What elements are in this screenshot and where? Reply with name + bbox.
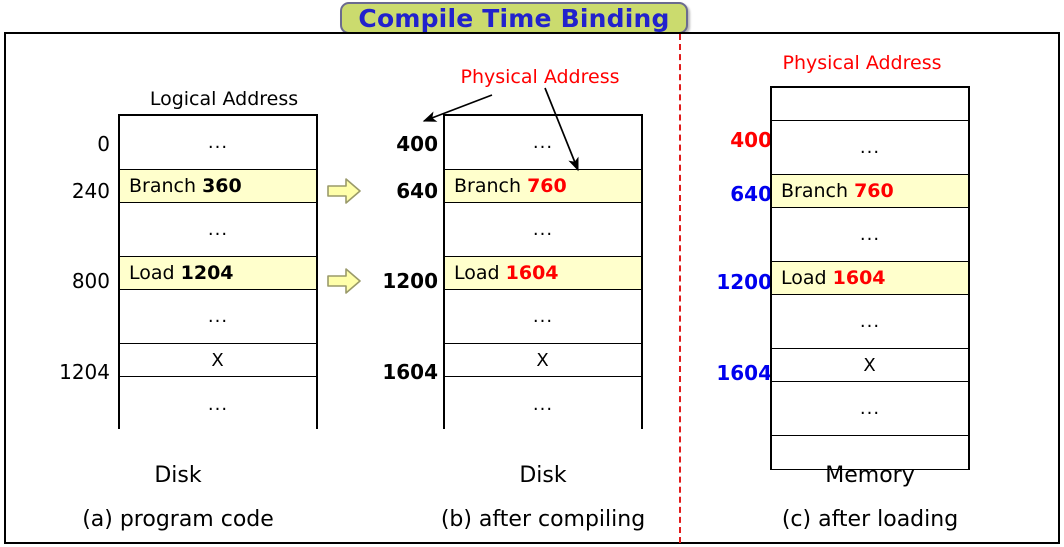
panel-c-address-1200: 1200 (716, 270, 772, 294)
cell-instruction: Branch 360 (120, 175, 242, 197)
panel-a-header: Logical Address (149, 88, 299, 110)
instr-operand: 1604 (832, 267, 886, 289)
table-row: Load 1604 (772, 262, 968, 295)
cell-ellipsis: ... (859, 224, 881, 245)
instr-label: Branch (129, 175, 203, 197)
panel-b-address-640: 640 (396, 179, 438, 203)
cell-instruction: Load 1204 (120, 262, 234, 284)
cell-ellipsis: ... (207, 219, 229, 240)
instr-label: Branch (454, 175, 528, 197)
load-transform-arrow (327, 268, 361, 294)
table-row: Branch 360 (120, 170, 316, 203)
panel-a-address-240: 240 (71, 179, 110, 203)
instr-operand: 360 (202, 175, 242, 197)
table-row: X (120, 344, 316, 377)
table-row (772, 436, 968, 469)
table-row: ... (445, 116, 641, 170)
cell-ellipsis: ... (532, 132, 554, 153)
cell-ellipsis: ... (207, 132, 229, 153)
table-row: X (445, 344, 641, 377)
cell-ellipsis: ... (859, 137, 881, 158)
page-title: Compile Time Binding (358, 3, 670, 33)
disk-memory-divider (679, 34, 681, 543)
branch-transform-arrow (327, 178, 361, 204)
cell-instruction: Load 1604 (445, 262, 559, 284)
panel-c-address-640: 640 (730, 182, 772, 206)
slide-title-banner: Compile Time Binding (340, 2, 688, 34)
cell-ellipsis: ... (532, 219, 554, 240)
instr-operand: 760 (854, 180, 894, 202)
panel-a-caption-storage: Disk (154, 463, 202, 488)
cell-instruction: Branch 760 (772, 180, 894, 202)
cell-data-x: X (863, 354, 877, 376)
instr-label: Load (781, 267, 833, 289)
table-row: ... (120, 203, 316, 257)
table-row: Branch 760 (445, 170, 641, 203)
panel-a-address-800: 800 (71, 269, 110, 293)
panel-c-caption-step: (c) after loading (781, 507, 959, 532)
table-row: Branch 760 (772, 175, 968, 208)
table-row: ... (120, 290, 316, 344)
cell-ellipsis: ... (207, 393, 229, 415)
cell-ellipsis: ... (532, 393, 554, 415)
panel-c-address-1604: 1604 (716, 361, 772, 385)
table-row: ... (772, 208, 968, 262)
panel-a-memory-table: ... Branch 360 ... Load 1204 ... X ... (118, 114, 318, 431)
table-row: ... (445, 290, 641, 344)
cell-data-x: X (211, 349, 225, 371)
instr-operand: 1204 (180, 262, 234, 284)
instr-label: Load (129, 262, 181, 284)
table-row: Load 1604 (445, 257, 641, 290)
panel-b-caption-step: (b) after compiling (440, 507, 646, 532)
panel-b-address-1200: 1200 (382, 269, 438, 293)
panel-c-caption-storage: Memory (825, 463, 915, 488)
cell-ellipsis: ... (207, 306, 229, 327)
cell-ellipsis: ... (859, 398, 881, 419)
panel-b-caption-storage: Disk (519, 463, 567, 488)
table-row: ... (120, 377, 316, 431)
cell-instruction: Branch 760 (445, 175, 567, 197)
panel-c-header: Physical Address (782, 52, 942, 74)
table-row: ... (772, 121, 968, 175)
panel-a-address-0: 0 (97, 132, 110, 156)
table-row (772, 88, 968, 121)
panel-b-address-1604: 1604 (382, 360, 438, 384)
panel-b-memory-table: ... Branch 760 ... Load 1604 ... X ... (443, 114, 643, 431)
cell-ellipsis: ... (532, 306, 554, 327)
table-row: Load 1204 (120, 257, 316, 290)
table-row: ... (772, 295, 968, 349)
instr-operand: 1604 (505, 262, 559, 284)
panel-c-memory-table: ... Branch 760 ... Load 1604 ... X ... (770, 86, 970, 470)
instr-label: Branch (781, 180, 855, 202)
table-row: ... (772, 382, 968, 436)
table-row: ... (445, 203, 641, 257)
panel-b-header: Physical Address (460, 66, 620, 88)
table-row: ... (445, 377, 641, 431)
instr-label: Load (454, 262, 506, 284)
panel-b-address-400: 400 (396, 132, 438, 156)
cell-ellipsis: ... (859, 311, 881, 332)
table-row: ... (120, 116, 316, 170)
cell-instruction: Load 1604 (772, 267, 886, 289)
instr-operand: 760 (527, 175, 567, 197)
cell-data-x: X (536, 349, 550, 371)
table-row: X (772, 349, 968, 382)
panel-a-address-1204: 1204 (59, 360, 110, 384)
panel-a-caption-step: (a) program code (82, 507, 274, 532)
panel-c-address-400: 400 (730, 128, 772, 152)
